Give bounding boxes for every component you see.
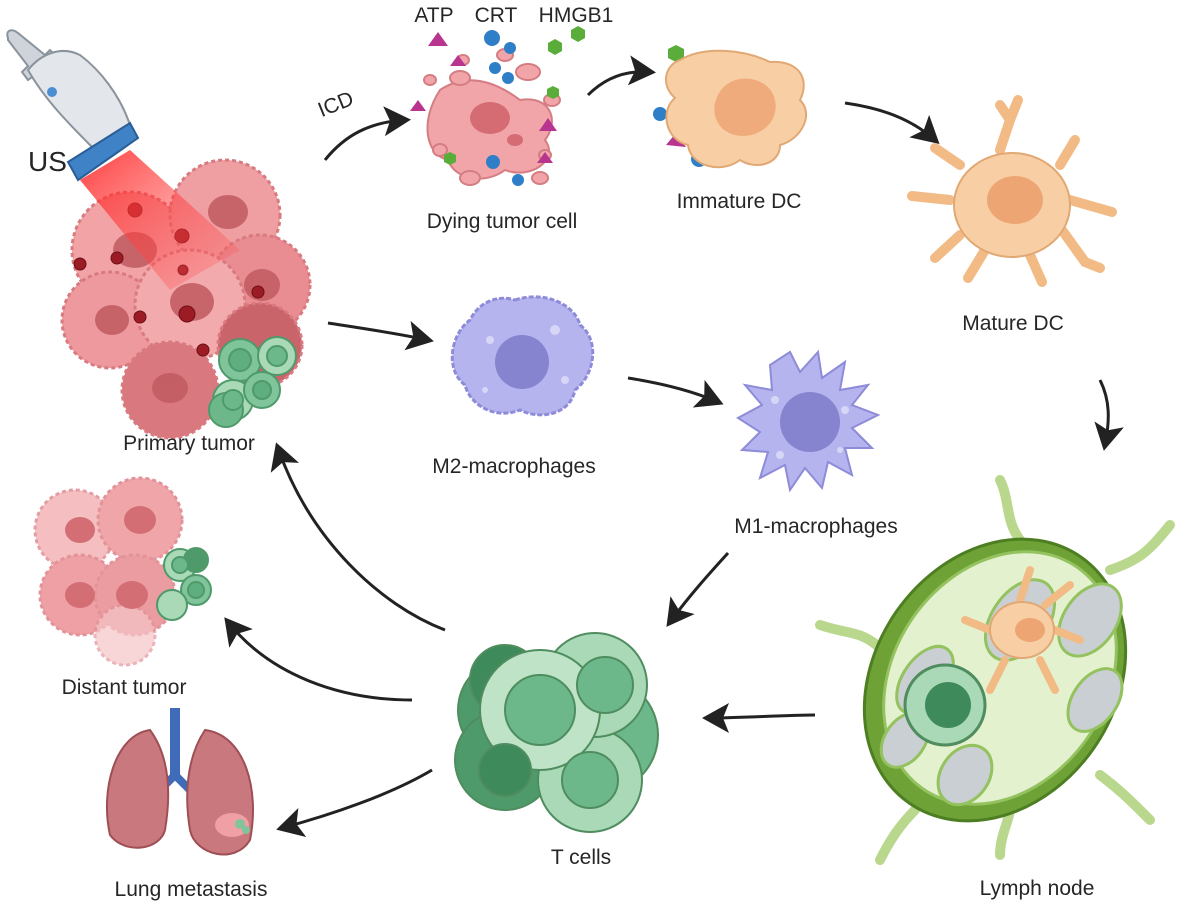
arrow-mature-to-lymph [1094, 379, 1124, 451]
ultrasound-probe-icon [6, 29, 140, 182]
arrow-immature-to-mature [844, 101, 940, 144]
lymph-node-icon [815, 475, 1175, 865]
m2-macrophage-icon [450, 295, 595, 417]
mature-dc-icon [907, 95, 1117, 287]
hmgb1-markers [444, 26, 684, 165]
arrow-tcells-to-distant [224, 617, 413, 702]
primary-tumor-icon [60, 150, 312, 440]
t-cells-label: T cells [550, 846, 612, 869]
distant-tumor-label: Distant tumor [61, 676, 187, 699]
lymph-node-label: Lymph node [979, 877, 1095, 900]
immature-dc-label: Immature DC [676, 190, 802, 213]
immature-dc-icon [665, 49, 807, 169]
lung-metastasis-label: Lung metastasis [114, 878, 268, 901]
m1-macrophages-label: M1-macrophages [734, 515, 898, 538]
lung-icon [106, 708, 254, 856]
arrow-lymph-to-tcells [702, 702, 816, 733]
arrow-m1-to-tcells [666, 551, 730, 627]
arrow-tcells-to-primary [270, 442, 446, 632]
arrow-m2-to-m1 [627, 376, 724, 408]
us-label: US [28, 146, 67, 177]
dying-tumor-cell-label: Dying tumor cell [426, 210, 578, 233]
infiltrating-t-cells [208, 336, 297, 428]
mature-dc-label: Mature DC [962, 312, 1064, 335]
distant-tumor-icon [33, 476, 212, 667]
t-cells-icon [454, 632, 659, 833]
m2-macrophages-label: M2-macrophages [432, 455, 596, 478]
crt-label: CRT [474, 4, 518, 27]
arrow-tumor-to-dying [323, 106, 411, 161]
arrow-tumor-to-m2 [327, 320, 434, 351]
flow-arrows [224, 55, 1124, 837]
arrow-dying-to-immature [586, 55, 656, 97]
arrow-tcells-to-lung [276, 768, 433, 837]
primary-tumor-label: Primary tumor [123, 432, 255, 455]
atp-label: ATP [414, 4, 454, 27]
m1-macrophage-icon [736, 349, 881, 493]
hmgb1-label: HMGB1 [538, 4, 614, 27]
ultrasound-beam [80, 150, 240, 290]
